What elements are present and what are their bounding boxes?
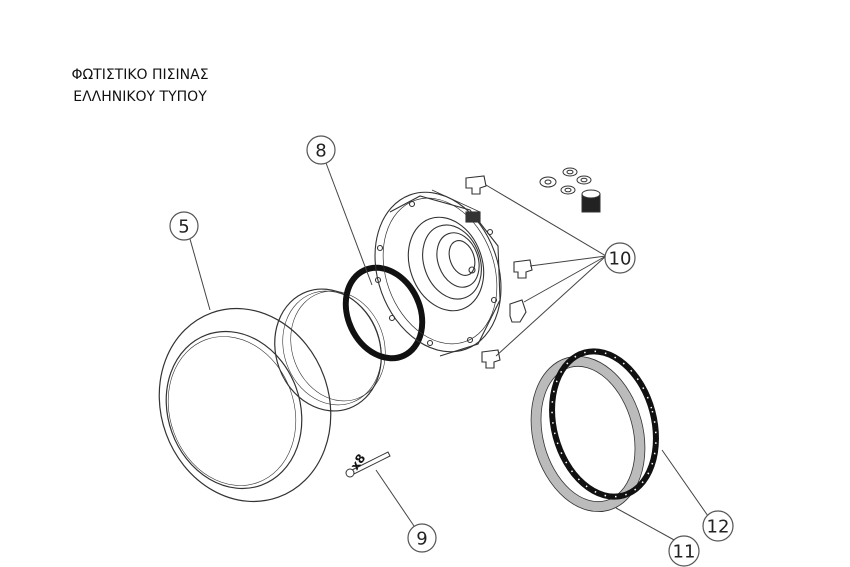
title-line-2: ΕΛΛΗΝΙΚΟΥ ΤΥΠΟΥ [73, 89, 207, 105]
front-frame-ring [158, 307, 332, 503]
svg-text:11: 11 [673, 542, 696, 563]
lens-disc [274, 288, 386, 412]
leader-lines [189, 162, 709, 542]
screw [345, 451, 391, 478]
lamp-housing [374, 189, 502, 357]
callout-9: 9 [407, 523, 437, 553]
svg-text:5: 5 [178, 217, 189, 238]
callout-8: 8 [306, 135, 336, 165]
svg-text:10: 10 [609, 249, 632, 270]
svg-text:9: 9 [416, 529, 427, 550]
svg-text:8: 8 [315, 141, 326, 162]
diagram-title: ΦΩΤΙΣΤΙΚΟ ΠΙΣΙΝΑΣ ΕΛΛΗΝΙΚΟΥ ΤΥΠΟΥ [40, 64, 240, 108]
callout-10: 10 [604, 242, 636, 274]
ring-gasket [549, 348, 659, 500]
callout-5: 5 [169, 211, 199, 241]
callout-11: 11 [668, 535, 700, 567]
mounting-clips [465, 175, 533, 369]
clamping-ring [530, 355, 646, 513]
lens-gasket [342, 264, 426, 362]
title-line-1: ΦΩΤΙΣΤΙΚΟ ΠΙΣΙΝΑΣ [71, 67, 209, 83]
cable-gland-parts [539, 167, 601, 213]
svg-text:12: 12 [707, 517, 730, 538]
callout-12: 12 [702, 510, 734, 542]
